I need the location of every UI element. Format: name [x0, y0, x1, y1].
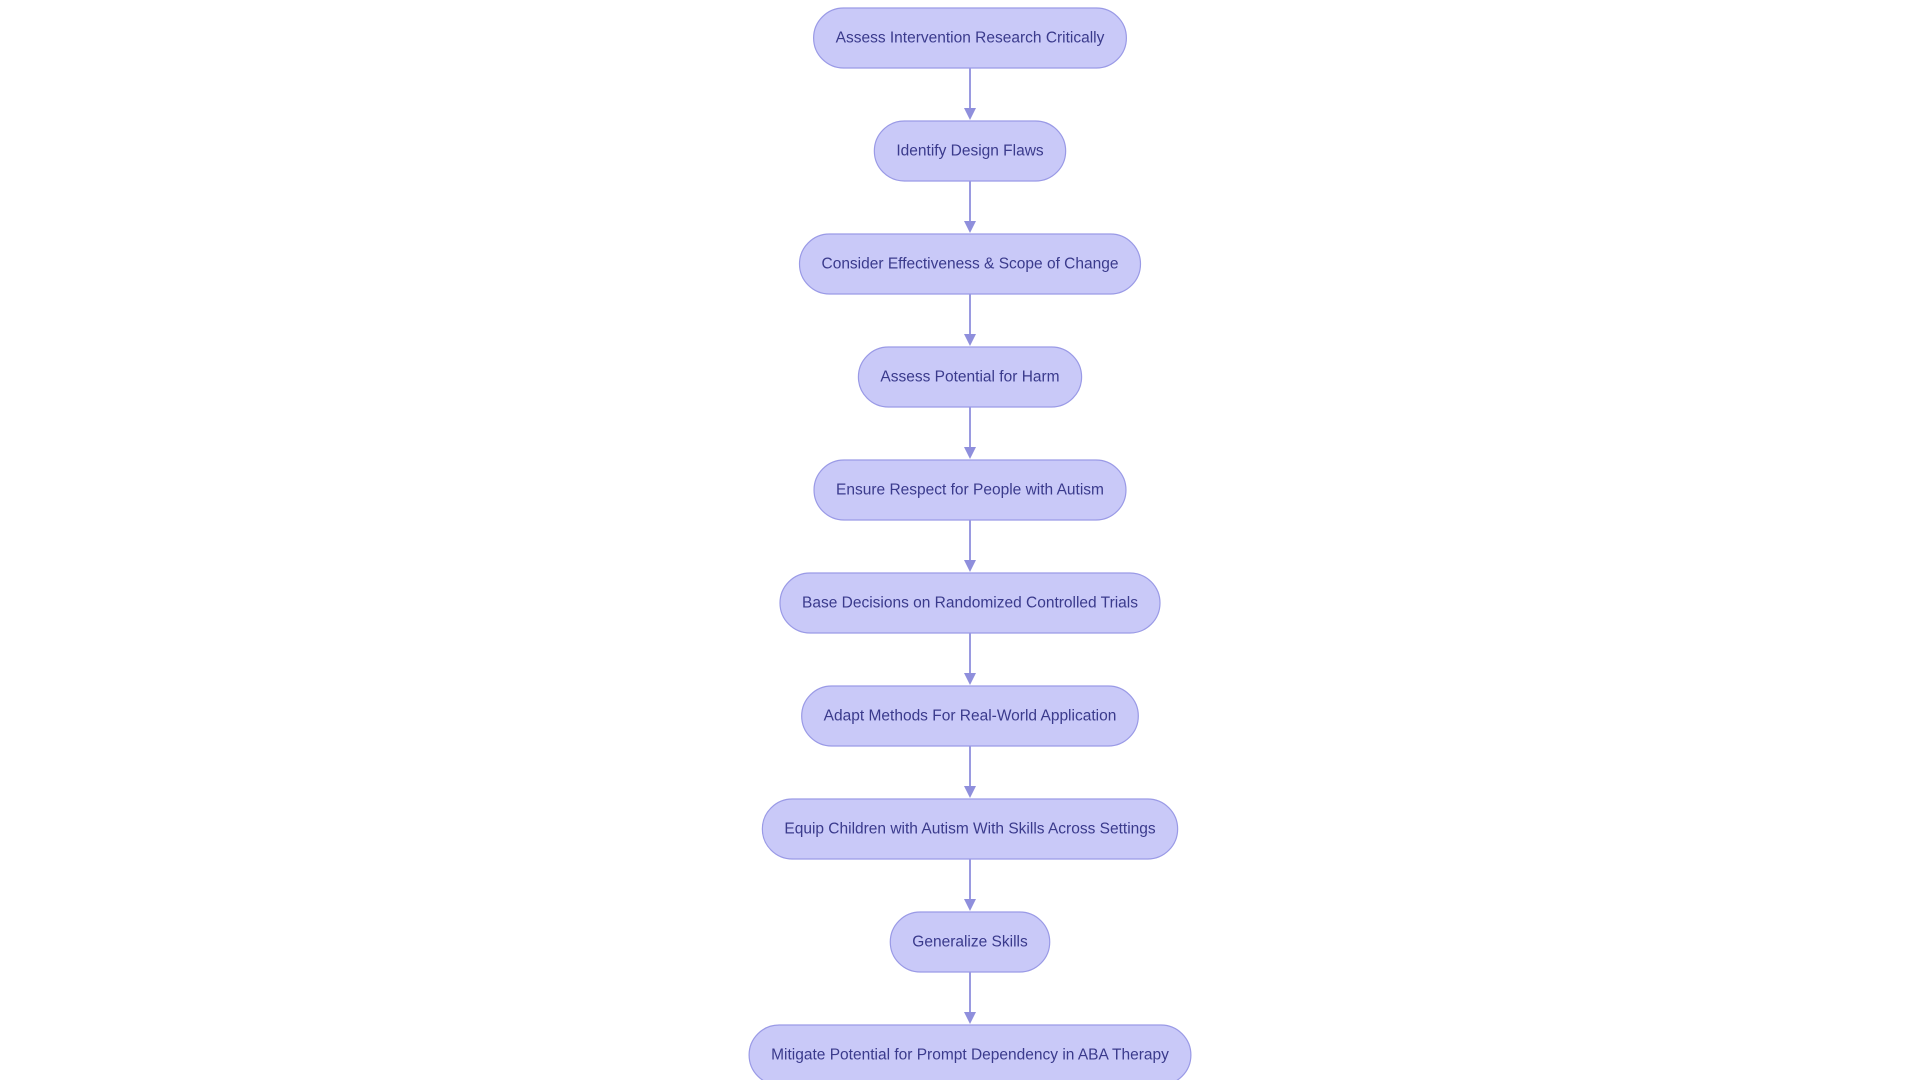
- flow-node-shape: [857, 346, 1083, 408]
- flow-node: Mitigate Potential for Prompt Dependency…: [748, 1024, 1192, 1080]
- flow-node-label: Equip Children with Autism With Skills A…: [784, 821, 1156, 838]
- flow-node: Assess Potential for Harm: [857, 346, 1083, 408]
- flow-node-label: Identify Design Flaws: [896, 143, 1044, 160]
- flow-edge: [964, 972, 976, 1024]
- nodes-layer: Assess Intervention Research CriticallyI…: [748, 7, 1192, 1080]
- arrowhead-icon: [964, 899, 976, 911]
- flow-node-shape: [813, 459, 1127, 521]
- flow-node: Equip Children with Autism With Skills A…: [761, 798, 1179, 860]
- flow-node-shape: [813, 7, 1127, 69]
- flow-edge: [964, 407, 976, 459]
- arrowhead-icon: [964, 221, 976, 233]
- arrowhead-icon: [964, 560, 976, 572]
- flow-node-shape: [801, 685, 1139, 747]
- arrowhead-icon: [964, 108, 976, 120]
- flow-edge: [964, 746, 976, 798]
- flow-node-label: Base Decisions on Randomized Controlled …: [802, 595, 1138, 612]
- flow-node: Assess Intervention Research Critically: [813, 7, 1127, 69]
- flow-node-shape: [748, 1024, 1192, 1080]
- flow-node-label: Generalize Skills: [912, 934, 1028, 951]
- arrowhead-icon: [964, 334, 976, 346]
- arrowhead-icon: [964, 786, 976, 798]
- flow-node-shape: [798, 233, 1142, 295]
- flow-node: Ensure Respect for People with Autism: [813, 459, 1127, 521]
- flow-edge: [964, 520, 976, 572]
- arrowhead-icon: [964, 447, 976, 459]
- flow-node-label: Mitigate Potential for Prompt Dependency…: [771, 1047, 1169, 1064]
- flow-node: Consider Effectiveness & Scope of Change: [798, 233, 1142, 295]
- flow-edge: [964, 181, 976, 233]
- flow-node-shape: [889, 911, 1051, 973]
- arrowhead-icon: [964, 673, 976, 685]
- flow-node-label: Adapt Methods For Real-World Application: [824, 708, 1117, 725]
- flow-edge: [964, 68, 976, 120]
- flow-node-shape: [761, 798, 1179, 860]
- flow-node-shape: [873, 120, 1067, 182]
- flow-node: Adapt Methods For Real-World Application: [801, 685, 1139, 747]
- flow-node: Identify Design Flaws: [873, 120, 1067, 182]
- flow-edge: [964, 294, 976, 346]
- flow-node-label: Consider Effectiveness & Scope of Change: [822, 256, 1119, 273]
- flow-node-label: Ensure Respect for People with Autism: [836, 482, 1104, 499]
- arrowhead-icon: [964, 1012, 976, 1024]
- flow-node: Base Decisions on Randomized Controlled …: [779, 572, 1161, 634]
- flow-edge: [964, 859, 976, 911]
- flow-node-label: Assess Potential for Harm: [880, 369, 1059, 386]
- flow-node-label: Assess Intervention Research Critically: [836, 30, 1105, 47]
- flow-edge: [964, 633, 976, 685]
- flow-node: Generalize Skills: [889, 911, 1051, 973]
- flow-node-shape: [779, 572, 1161, 634]
- edges-layer: [964, 68, 976, 1024]
